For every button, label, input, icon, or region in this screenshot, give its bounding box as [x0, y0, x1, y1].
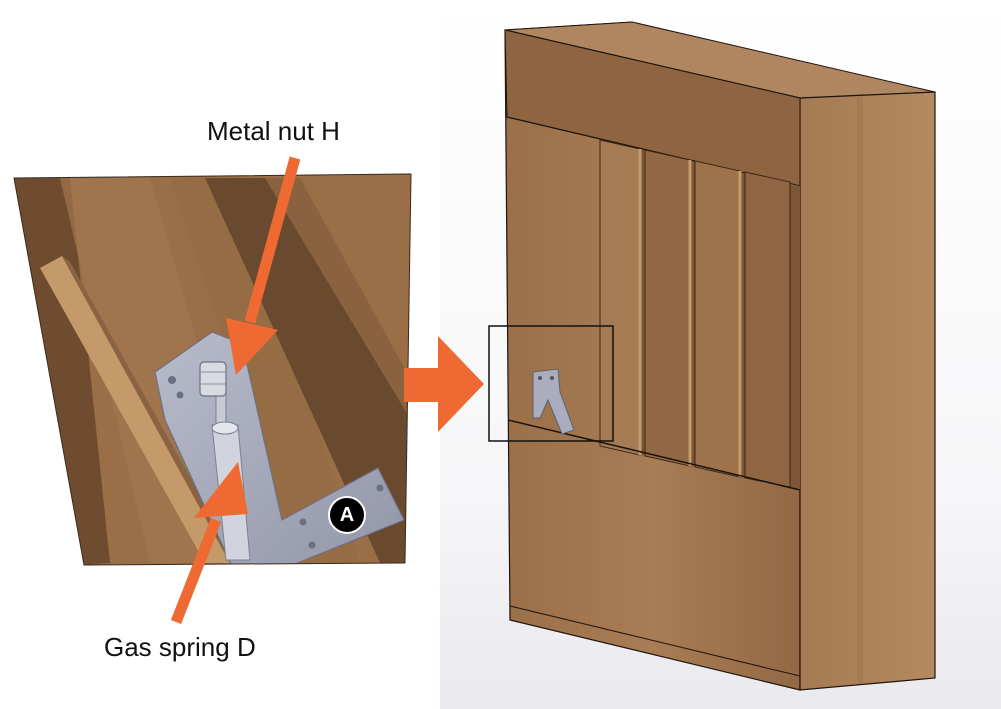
detail-highlight-box [488, 325, 614, 442]
cabinet [488, 21, 936, 691]
flow-arrow [404, 336, 484, 432]
badge-label: A [339, 504, 355, 526]
gas-spring-label: Gas spring D [104, 632, 256, 662]
gas-spring-arrow [170, 462, 248, 625]
badge-a [328, 496, 366, 534]
metal-nut-arrow [226, 156, 301, 375]
metal-nut-label: Metal nut H [207, 116, 340, 146]
